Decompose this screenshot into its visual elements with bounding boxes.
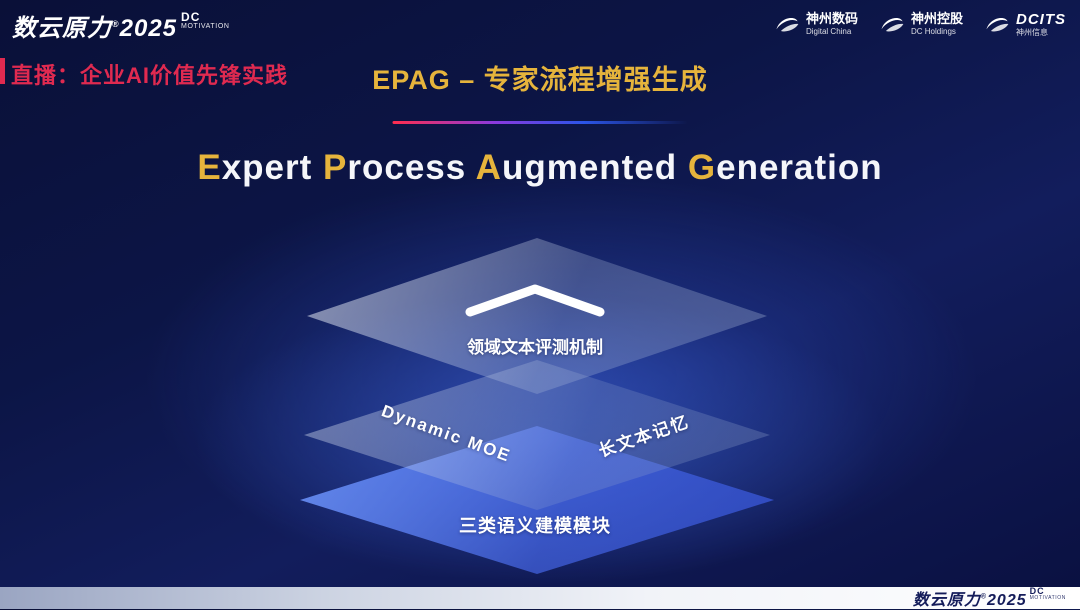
- footer-bar: 数云原力®2025 DC MOTIVATION: [0, 587, 1080, 609]
- chevron-up-icon: [465, 284, 605, 317]
- partner-dc-holdings: 神州控股 DC Holdings: [878, 10, 963, 38]
- swoosh-icon: [881, 17, 904, 32]
- layer-label-evaluation: 领域文本评测机制: [467, 338, 603, 357]
- section-title: EPAG – 专家流程增强生成: [372, 65, 708, 95]
- registered-mark: ®: [112, 19, 120, 29]
- brand-logo: 数云原力®2025 DC MOTIVATION: [12, 8, 230, 43]
- live-accent-bar: [0, 58, 5, 84]
- partner-text: 神州数码 Digital China: [805, 10, 858, 36]
- partner-dcits: DCITS 神州信息: [983, 10, 1066, 38]
- footer-brand-text: 数云原力®2025: [912, 592, 1027, 609]
- partner-text: DCITS 神州信息: [1016, 10, 1066, 38]
- brand-logo-subtext: DC MOTIVATION: [181, 10, 230, 30]
- partner-logos: 神州数码 Digital China 神州控股 DC Holdings DCIT…: [773, 10, 1066, 38]
- main-title: Expert Process Augmented Generation: [197, 148, 883, 187]
- footer-brand-logo: 数云原力®2025 DC MOTIVATION: [913, 586, 1066, 610]
- partner-digital-china: 神州数码 Digital China: [773, 10, 858, 38]
- layer-label-semantic-modules: 三类语义建模模块: [459, 516, 611, 536]
- footer-brand-subtext: DC MOTIVATION: [1029, 586, 1066, 601]
- swoosh-icon: [986, 17, 1009, 32]
- swoosh-icon: [776, 17, 799, 32]
- brand-logo-text: 数云原力®2025: [12, 15, 178, 42]
- registered-mark: ®: [980, 593, 988, 601]
- gradient-divider: [392, 121, 688, 124]
- live-label: 直播：企业AI价值先锋实践: [11, 63, 289, 88]
- partner-text: 神州控股 DC Holdings: [910, 10, 963, 36]
